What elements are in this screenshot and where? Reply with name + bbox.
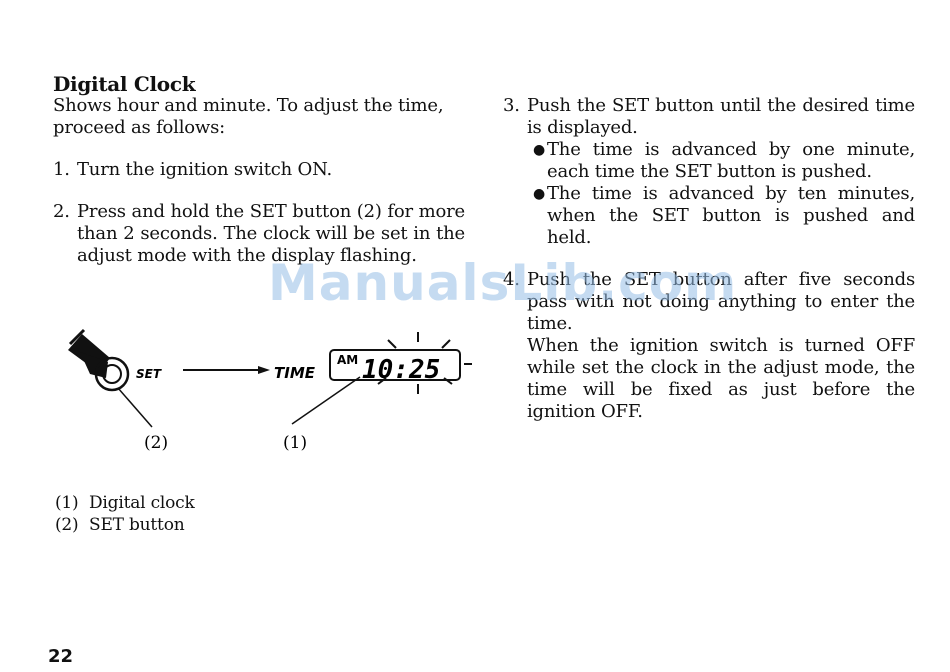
bullet-item: ●The time is advanced by ten minutes, wh… bbox=[533, 183, 915, 249]
step-number: 4. bbox=[503, 269, 520, 290]
step-text: Turn the ignition switch ON. bbox=[77, 159, 332, 180]
caption-item: (1) Digital clock bbox=[55, 492, 195, 514]
step-2: 2. Press and hold the SET button (2) for… bbox=[53, 201, 465, 267]
caption-text: SET button bbox=[89, 515, 185, 535]
clock-digits: 10:25 bbox=[362, 355, 440, 385]
arrow-head-icon bbox=[258, 366, 270, 374]
caption-item: (2) SET button bbox=[55, 514, 195, 536]
bullet-text: The time is advanced by ten minutes, whe… bbox=[547, 183, 915, 248]
left-column: Digital Clock Shows hour and minute. To … bbox=[53, 73, 465, 267]
step-text: Push the SET button until the desired ti… bbox=[527, 95, 915, 138]
step-text: Push the SET button after five seconds p… bbox=[527, 269, 915, 334]
step-1: 1. Turn the ignition switch ON. bbox=[53, 159, 465, 181]
caption-number: (2) bbox=[55, 515, 79, 535]
caption-text: Digital clock bbox=[89, 493, 195, 513]
intro-paragraph: Shows hour and minute. To adjust the tim… bbox=[53, 95, 444, 138]
bullet-dot-icon: ● bbox=[533, 142, 546, 158]
flashing-rays-icon bbox=[377, 332, 472, 394]
callout-line-1 bbox=[291, 376, 361, 425]
clock-display-frame bbox=[329, 349, 461, 381]
set-label: SET bbox=[136, 367, 162, 381]
set-button-ring-icon bbox=[94, 356, 130, 392]
set-button-icon bbox=[102, 364, 122, 384]
step-3: 3. Push the SET button until the desired… bbox=[503, 95, 915, 249]
page-number: 22 bbox=[48, 646, 74, 667]
step-4: 4. Push the SET button after five second… bbox=[503, 269, 915, 423]
step-number: 1. bbox=[53, 159, 70, 180]
right-column: 3. Push the SET button until the desired… bbox=[503, 95, 915, 423]
bullet-text: The time is advanced by one minute, each… bbox=[547, 139, 915, 182]
am-indicator: AM bbox=[337, 353, 358, 367]
step-note: When the ignition switch is turned OFF w… bbox=[527, 335, 915, 422]
caption-list: (1) Digital clock (2) SET button bbox=[55, 492, 195, 536]
step-number: 2. bbox=[53, 201, 70, 222]
callout-label-1: (1) bbox=[283, 433, 307, 453]
section-heading: Digital Clock bbox=[53, 72, 196, 96]
bullet-dot-icon: ● bbox=[533, 186, 546, 202]
time-label: TIME bbox=[274, 364, 316, 382]
clock-illustration: SET TIME AM 10:25 (2) (1) bbox=[60, 322, 480, 457]
step-text: Press and hold the SET button (2) for mo… bbox=[77, 201, 465, 266]
callout-label-2: (2) bbox=[144, 433, 168, 453]
step-3-bullets: ●The time is advanced by one minute, eac… bbox=[527, 139, 915, 249]
callout-line-2 bbox=[117, 387, 153, 428]
bullet-item: ●The time is advanced by one minute, eac… bbox=[533, 139, 915, 183]
caption-number: (1) bbox=[55, 493, 79, 513]
step-number: 3. bbox=[503, 95, 520, 116]
